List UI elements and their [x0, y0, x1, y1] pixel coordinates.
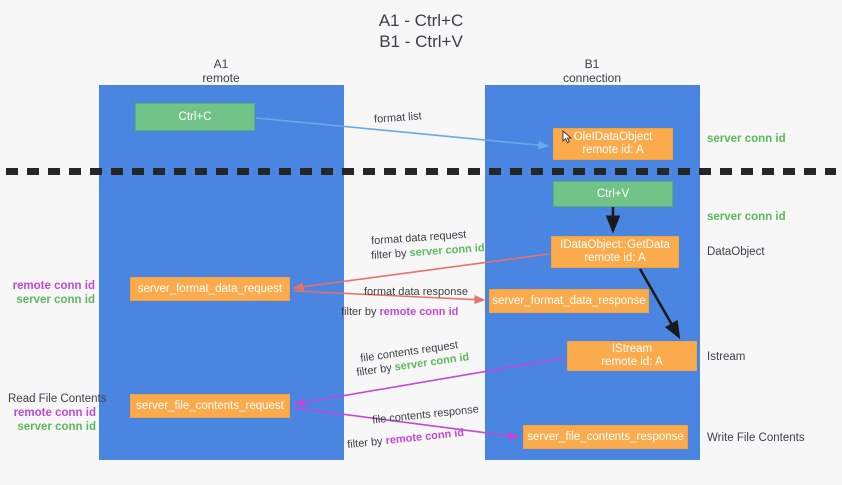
- label-format-data-response: format data response: [364, 286, 468, 298]
- label-format-data-response-filter: filter by remote conn id: [341, 305, 458, 319]
- annotation-server-conn-id-2: server conn id: [17, 421, 96, 433]
- lane-b1-name: B1: [584, 57, 600, 71]
- lane-header-b1: B1 connection: [512, 57, 672, 85]
- node-server-format-data-request-label: server_format_data_request: [137, 282, 283, 295]
- node-server-format-data-response-label: server_format_data_response: [492, 294, 646, 307]
- annotation-conn-ids-1: remote conn id server conn id: [10, 279, 95, 307]
- node-ole-data-object-title: OleIDataObject: [573, 131, 653, 143]
- annotation-dataobject: DataObject: [707, 246, 765, 258]
- annotation-server-conn-id-top: server conn id: [707, 133, 786, 145]
- annotation-server-conn-id-mid: server conn id: [707, 211, 786, 223]
- annotation-remote-conn-id-1: remote conn id: [12, 280, 95, 292]
- annotation-remote-conn-id-2: remote conn id: [13, 407, 96, 419]
- node-ctrl-v-label: Ctrl+V: [596, 187, 630, 200]
- node-getdata-remote-id: remote id: A: [584, 252, 646, 264]
- node-server-file-contents-response[interactable]: server_file_contents_response: [523, 425, 688, 449]
- node-ctrl-c[interactable]: Ctrl+C: [135, 103, 255, 131]
- filter-prefix-3: filter by: [355, 361, 396, 379]
- lane-a1-name: A1: [213, 57, 229, 71]
- node-idataobject-getdata[interactable]: IDataObject::GetData remote id: A: [551, 236, 679, 268]
- node-server-format-data-request[interactable]: server_format_data_request: [130, 277, 290, 301]
- label-file-contents-response-filter: filter by remote conn id: [347, 426, 465, 452]
- label-format-list: format list: [373, 110, 423, 126]
- node-getdata-title: IDataObject::GetData: [560, 239, 670, 251]
- mouse-cursor-icon: [562, 130, 573, 144]
- lane-header-a1: A1 remote: [141, 57, 301, 85]
- lane-b1-role: connection: [562, 71, 622, 85]
- node-ctrl-v[interactable]: Ctrl+V: [553, 181, 673, 207]
- phase-divider: [6, 168, 836, 175]
- node-ctrl-c-label: Ctrl+C: [178, 110, 212, 123]
- filter-prefix-4: filter by: [346, 435, 387, 452]
- node-server-file-contents-request[interactable]: server_file_contents_request: [130, 394, 290, 418]
- filter-prefix-2: filter by: [341, 306, 380, 318]
- node-server-file-contents-request-label: server_file_contents_request: [136, 399, 284, 412]
- annotation-read-file-contents: Read File Contents: [8, 393, 107, 405]
- node-ole-data-object[interactable]: OleIDataObject remote id: A: [553, 128, 673, 160]
- title-line-2: B1 - Ctrl+V: [379, 32, 463, 51]
- title-line-1: A1 - Ctrl+C: [378, 11, 464, 30]
- filter-value-server-conn-id-1: server conn id: [409, 242, 485, 260]
- annotation-server-conn-id-1: server conn id: [16, 294, 95, 306]
- filter-prefix-1: filter by: [370, 247, 410, 262]
- node-istream-title: IStream: [611, 343, 653, 355]
- annotation-istream: Istream: [707, 351, 746, 363]
- filter-value-remote-conn-id-1: remote conn id: [379, 306, 459, 318]
- node-server-format-data-response[interactable]: server_format_data_response: [489, 289, 649, 313]
- node-ole-data-object-remote-id: remote id: A: [582, 144, 644, 156]
- annotation-read-file-contents-group: Read File Contents remote conn id server…: [8, 392, 107, 434]
- annotation-write-file-contents: Write File Contents: [707, 432, 805, 444]
- filter-value-remote-conn-id-2: remote conn id: [384, 426, 465, 448]
- node-istream[interactable]: IStream remote id: A: [567, 341, 697, 371]
- label-file-contents-response: file contents response: [371, 403, 480, 427]
- node-istream-remote-id: remote id: A: [601, 356, 663, 368]
- lane-a1-role: remote: [202, 71, 240, 85]
- page-title: A1 - Ctrl+C B1 - Ctrl+V: [0, 10, 842, 52]
- node-server-file-contents-response-label: server_file_contents_response: [527, 430, 684, 443]
